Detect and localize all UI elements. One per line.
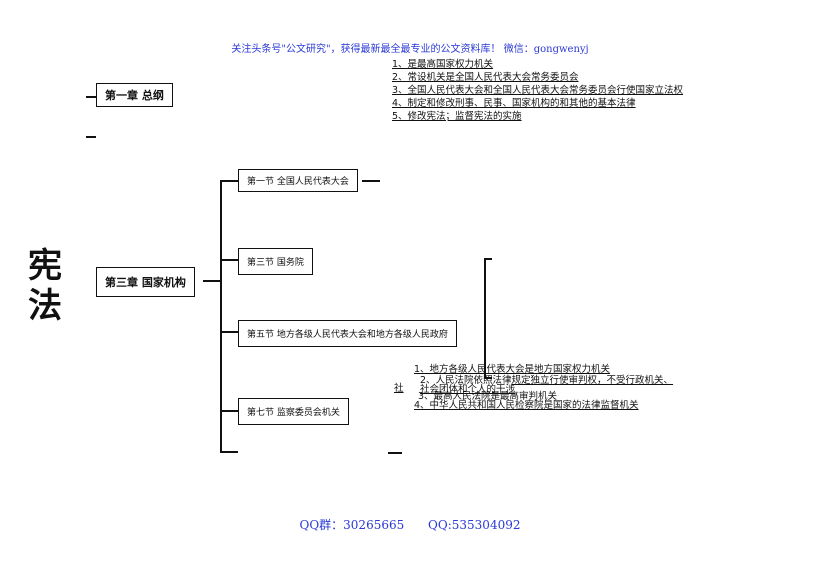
list-item: 5、修改宪法；监督宪法的实施: [392, 111, 522, 122]
empty-bracket-top: [484, 258, 492, 260]
section5-box: 第五节 地方各级人民代表大会和地方各级人民政府: [238, 320, 457, 347]
connector-line: [86, 96, 96, 98]
list-item: 2、常设机关是全国人民代表大会常务委员会: [392, 72, 579, 83]
header-note: 关注头条号"公文研究"，获得最新最全最专业的公文资料库！ 微信：gongweny…: [231, 44, 589, 55]
overlap-text: 社会团体和个人的干涉: [420, 384, 516, 395]
section3-title: 第三节 国务院: [247, 258, 304, 268]
chapter3-box: 第三章 国家机构: [96, 267, 195, 297]
overlap-text: 规定独立行使审判权，不受行政机关、: [511, 375, 674, 386]
bracket-branch: [220, 451, 238, 453]
overlap-text: 4、中华人民共和国人民检察院是国家的法律监督机关: [414, 400, 639, 411]
section5-title: 第五节 地方各级人民代表大会和地方各级人民政府: [247, 330, 448, 340]
section7-box: 第七节 监察委员会机关: [238, 398, 349, 425]
stray-dash: [388, 452, 402, 454]
section1-title: 第一节 全国人民代表大会: [247, 177, 349, 187]
bracket-branch: [220, 259, 238, 261]
chapter1-box: 第一章 总纲: [96, 83, 173, 107]
chapter1-title: 第一章 总纲: [105, 89, 164, 102]
side-char: 社: [394, 383, 404, 394]
section3-box: 第三节 国务院: [238, 248, 313, 275]
overlap-line: 4、中华人民共和国人民检察院是国家的法律监督机关: [414, 400, 639, 411]
chapter1-list: 1、是最高国家权力机关 2、常设机关是全国人民代表大会常务委员会 3、全国人民代…: [392, 58, 683, 123]
overlap-text: 3、最高人民法院是最高审判机关: [418, 391, 558, 402]
bracket-branch: [220, 331, 238, 333]
overlap-line: 3、最高人民法院是最高审判机关: [418, 391, 557, 402]
connector-line: [203, 280, 221, 282]
stray-dash: [86, 136, 96, 138]
list-item: 4、制定和修改刑事、民事、国家机构的和其他的基本法律: [392, 98, 636, 109]
main-title: 宪法: [28, 246, 62, 326]
footer-note: QQ群：30265665 QQ:535304092: [299, 518, 521, 532]
list-item: 1、是最高国家权力机关: [392, 59, 494, 70]
section1-box: 第一节 全国人民代表大会: [238, 169, 358, 192]
overlap-line: 1、地方各级人民代表大会是地方国家权力机关: [414, 364, 610, 375]
overlap-line: 社会团体和个人的干涉: [420, 384, 515, 395]
bracket-branch: [220, 180, 238, 182]
chapter3-title: 第三章 国家机构: [105, 276, 186, 289]
bracket-vertical: [220, 180, 222, 452]
overlap-text: 社: [394, 383, 404, 394]
overlap-text: 1、地方各级人民代表大会是地方国家权力机关: [414, 364, 611, 375]
list-item: 3、全国人民代表大会和全国人民代表大会常务委员会行使国家立法权: [392, 85, 684, 96]
bracket-branch: [220, 410, 238, 412]
empty-bracket-vertical: [484, 258, 486, 378]
section7-title: 第七节 监察委员会机关: [247, 408, 340, 418]
connector-line: [362, 180, 380, 182]
overlap-line: 2、人民法院依照法律规定独立行使审判权，不受行政机关、: [420, 375, 673, 386]
empty-bracket-bottom: [484, 377, 492, 379]
overlap-text: 2、人民法院依照法律: [420, 375, 512, 386]
